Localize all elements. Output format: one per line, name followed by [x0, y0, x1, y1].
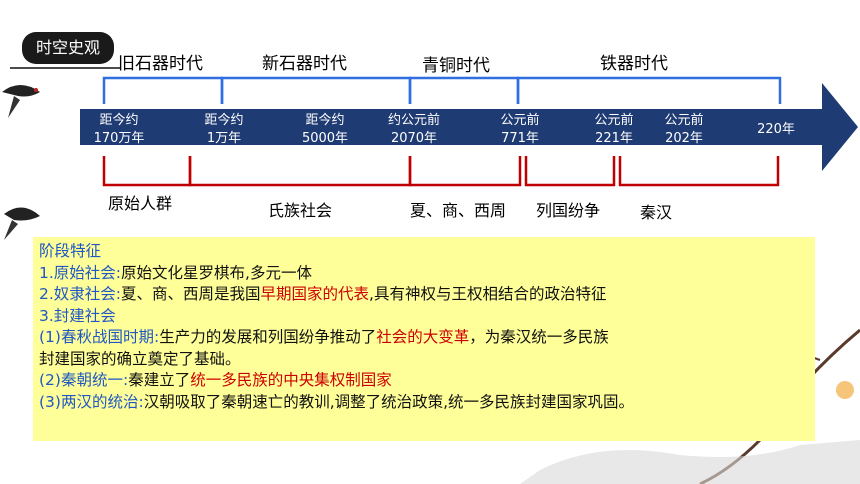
label-spring-autumn: (1)春秋战国时期: [39, 328, 160, 346]
timeline-point-170wan: 距今约 170万年 [84, 112, 154, 148]
timeline-point-202: 公元前 202年 [654, 112, 714, 148]
era-iron: 铁器时代 [600, 54, 668, 74]
text-spring-autumn-3: 封建国家的确立奠定了基础。 [39, 349, 241, 368]
bird-top-left-icon [2, 85, 40, 118]
label-qin-unification: (2)秦朝统一: [39, 371, 129, 389]
timeline-point-1wan: 距今约 1万年 [192, 112, 256, 148]
timeline-point-202-line2: 202年 [665, 131, 703, 146]
panel-line-han: (3)两汉的统治:汉朝吸取了秦朝速亡的教训,调整了统治政策,统一多民族封建国家巩… [39, 392, 809, 414]
text-han: 汉朝吸取了秦朝速亡的教训,调整了统治政策,统一多民族封建国家巩固。 [143, 392, 635, 411]
era-bronze: 青铜时代 [422, 56, 490, 76]
text-primitive-society: 原始文化星罗棋布,多元一体 [121, 263, 312, 282]
timeline-point-2070-line2: 2070年 [390, 131, 438, 146]
timeline-point-771-line2: 771年 [501, 131, 539, 146]
topic-badge: 时空史观 [22, 32, 114, 64]
era-neolithic: 新石器时代 [262, 54, 347, 74]
timeline-point-202-line1: 公元前 [664, 113, 704, 128]
society-primitive: 原始人群 [108, 194, 173, 213]
society-clan: 氏族社会 [268, 201, 333, 220]
timeline-point-5000-line2: 5000年 [301, 131, 349, 146]
text-slave-society-1: 夏、商、西周是我国 [121, 285, 261, 303]
timeline-point-221-line2: 221年 [595, 131, 633, 146]
stage-characteristics-panel: 阶段特征 1.原始社会:原始文化星罗棋布,多元一体 2.奴隶社会:夏、商、西周是… [33, 237, 815, 441]
panel-line-slave: 2.奴隶社会:夏、商、西周是我国早期国家的代表,具有神权与王权相结合的政治特征 [39, 284, 809, 306]
timeline-point-771: 公元前 771年 [490, 112, 550, 148]
timeline-point-1wan-line2: 1万年 [206, 131, 242, 146]
panel-line-qin: (2)秦朝统一:秦建立了统一多民族的中央集权制国家 [39, 370, 809, 392]
ink-wash-decoration [520, 440, 860, 484]
timeline-point-5000-line1: 距今约 [305, 113, 345, 128]
panel-line-primitive: 1.原始社会:原始文化星罗棋布,多元一体 [39, 263, 809, 285]
timeline-point-2070-line1: 约公元前 [387, 113, 440, 128]
society-qin-han: 秦汉 [640, 203, 673, 222]
timeline-point-2070: 约公元前 2070年 [378, 112, 450, 148]
label-han-rule: (3)两汉的统治: [39, 392, 144, 411]
text-spring-autumn-2: ，为秦汉统一多民族 [469, 328, 609, 346]
panel-heading: 阶段特征 [39, 242, 102, 260]
highlight-social-change: 社会的大变革 [376, 328, 470, 346]
badge-underline [10, 67, 120, 69]
era-paleolithic: 旧石器时代 [118, 54, 203, 74]
label-primitive-society: 1.原始社会: [39, 263, 122, 282]
timeline-point-221-line1: 公元前 [594, 113, 634, 128]
society-brackets [102, 156, 780, 187]
timeline-point-771-line1: 公元前 [500, 113, 540, 128]
text-slave-society-2: ,具有神权与王权相结合的政治特征 [369, 285, 607, 303]
era-brackets [102, 76, 782, 104]
timeline-arrow [80, 83, 858, 171]
society-xia-shang-zhou: 夏、商、西周 [410, 201, 507, 220]
timeline-point-1wan-line1: 距今约 [204, 113, 244, 128]
timeline-point-220: 220年 [757, 122, 795, 137]
bird-left-icon [4, 207, 40, 240]
timeline-point-5000: 距今约 5000年 [293, 112, 357, 148]
timeline-point-221: 公元前 221年 [584, 112, 644, 148]
label-slave-society: 2.奴隶社会: [39, 285, 122, 303]
highlight-early-state: 早期国家的代表 [260, 285, 370, 303]
timeline-point-170wan-line2: 170万年 [93, 131, 145, 146]
text-spring-autumn-1: 生产力的发展和列国纷争推动了 [159, 328, 377, 346]
label-feudal-society: 3.封建社会 [39, 306, 116, 325]
panel-line-spring-autumn: (1)春秋战国时期:生产力的发展和列国纷争推动了社会的大变革，为秦汉统一多民族 [39, 327, 809, 349]
society-warring-states: 列国纷争 [536, 201, 601, 220]
highlight-centralized-state: 统一多民族的中央集权制国家 [190, 371, 392, 389]
timeline-point-170wan-line1: 距今约 [99, 113, 139, 128]
text-qin: 秦建立了 [128, 371, 191, 389]
